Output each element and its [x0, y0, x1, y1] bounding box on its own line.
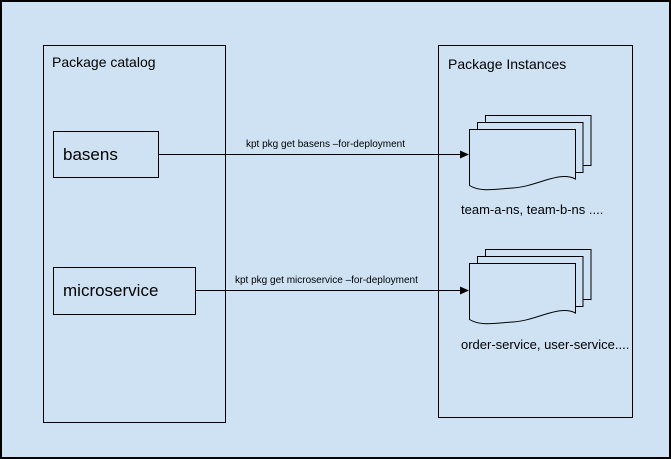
package-box-basens: basens: [53, 131, 159, 178]
package-instances-title: Package Instances: [448, 56, 567, 72]
stack-caption-team-namespaces: team-a-ns, team-b-ns ....: [461, 202, 604, 217]
package-catalog-title: Package catalog: [52, 54, 156, 70]
package-catalog-container: [43, 45, 226, 423]
arrow-microservice-to-instances: [196, 286, 469, 295]
stack-caption-services: order-service, user-service....: [461, 337, 630, 352]
package-box-basens-label: basens: [63, 144, 118, 164]
package-box-microservice-label: microservice: [63, 281, 159, 300]
arrow-label-microservice: kpt pkg get microservice –for-deployment: [235, 275, 418, 286]
package-instances-container: [438, 45, 633, 418]
package-box-microservice: microservice: [53, 267, 196, 315]
arrow-label-basens: kpt pkg get basens –for-deployment: [246, 139, 405, 150]
